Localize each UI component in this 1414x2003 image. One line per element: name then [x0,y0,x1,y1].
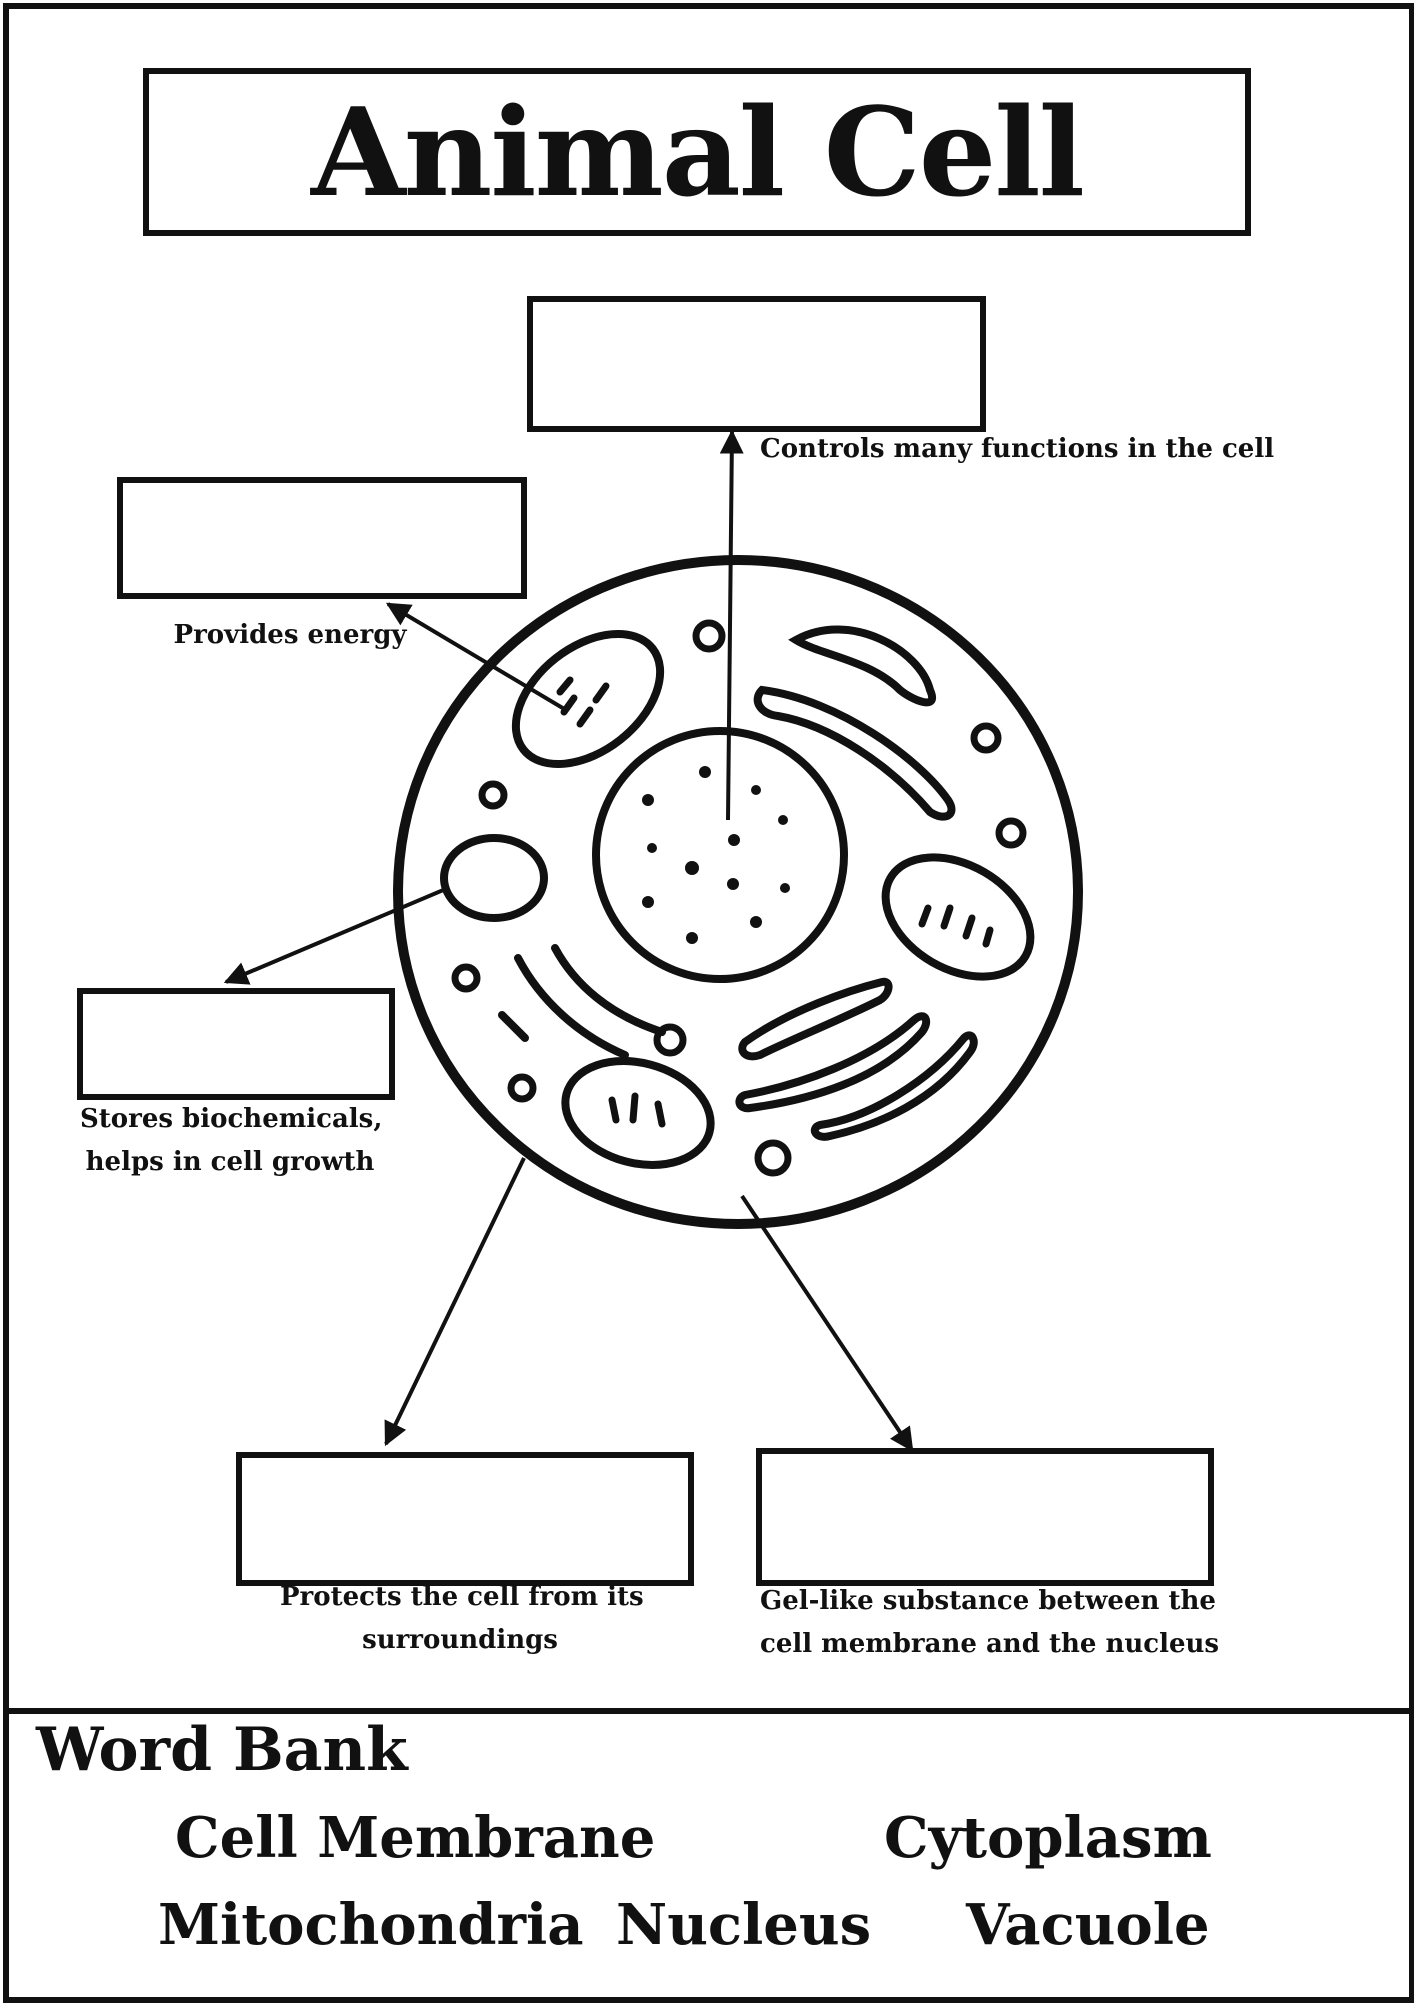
mitochondria-label-box[interactable] [117,477,527,599]
mitochondrion-bottom [561,1057,715,1169]
arrow-cytoplasm [740,1194,914,1452]
cell-membrane-description-line2: surroundings [362,1625,558,1655]
arrow-nucleus [719,429,744,821]
vacuole-description-line2: helps in cell growth [85,1147,375,1177]
mitochondria-description: Provides energy [173,620,407,650]
endoplasmic-reticulum-left [498,944,666,1059]
arrow-mitochondria [385,602,568,712]
nucleus-label-box[interactable] [527,296,986,432]
nucleus [592,727,848,983]
vacuole-description-line1: Stores biochemicals, [80,1104,383,1134]
nucleus-description: Controls many functions in the cell [760,434,1275,464]
endoplasmic-reticulum-top [753,625,956,821]
mitochondrion-top [511,629,665,769]
cell-membrane-description-line1: Protects the cell from its [280,1582,644,1612]
word-bank-word-vacuole: Vacuole [966,1892,1210,1958]
cell-membrane-label-box[interactable] [236,1452,694,1586]
cytoplasm-description-line2: cell membrane and the nucleus [760,1629,1220,1659]
word-bank-divider [3,1708,1413,1714]
vacuole [440,834,548,922]
cytoplasm-description-line1: Gel-like substance between the [760,1586,1216,1616]
title-box: Animal Cell [143,68,1251,236]
word-bank-word-nucleus: Nucleus [616,1892,872,1958]
endoplasmic-reticulum-bottom [735,977,978,1141]
word-bank-word-mitochondria: Mitochondria [158,1892,584,1958]
word-bank-word-cytoplasm: Cytoplasm [884,1805,1212,1871]
cell-membrane [393,555,1083,1229]
vesicles [451,619,1027,1177]
nucleolus-dots [642,766,790,944]
page-title: Animal Cell [310,80,1085,224]
word-bank-title: Word Bank [36,1715,408,1785]
arrow-vacuole [223,886,449,985]
vacuole-label-box[interactable] [77,988,395,1100]
mitochondrion-right [881,853,1035,981]
cytoplasm-label-box[interactable] [756,1448,1214,1586]
arrow-cell-membrane [384,1157,526,1447]
word-bank-word-cell-membrane: Cell Membrane [175,1805,656,1871]
